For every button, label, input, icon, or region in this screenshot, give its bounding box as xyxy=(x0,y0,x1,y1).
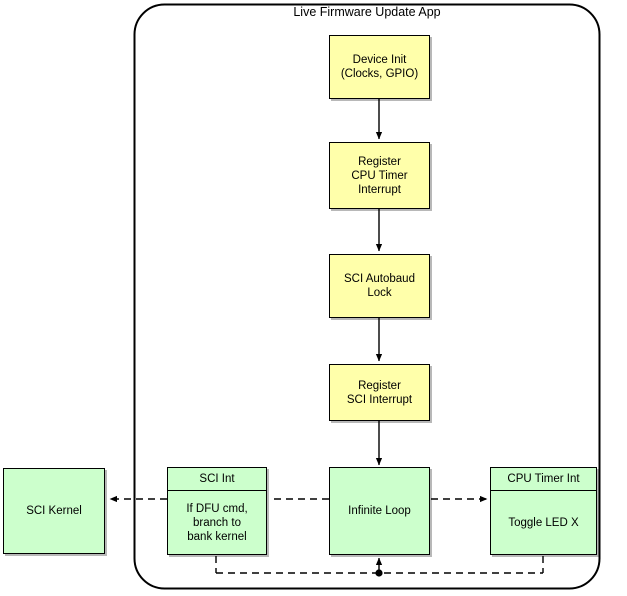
node-device-init-label: Device Init (Clocks, GPIO) xyxy=(340,54,419,80)
node-cpu-timer-int-header: CPU Timer Int xyxy=(491,468,596,491)
node-sci-autobaud-lock-label: SCI Autobaud Lock xyxy=(344,273,415,299)
node-cpu-timer-int-body: Toggle LED X xyxy=(508,516,579,529)
app-container-title: Live Firmware Update App xyxy=(293,5,441,19)
node-sci-int-body: If DFU cmd, branch to bank kernel xyxy=(186,502,248,543)
node-sci-kernel: SCI Kernel xyxy=(3,468,105,554)
node-sci-autobaud-lock: SCI Autobaud Lock xyxy=(329,254,430,318)
node-device-init: Device Init (Clocks, GPIO) xyxy=(329,35,430,99)
node-cpu-timer-int: CPU Timer Int Toggle LED X xyxy=(490,467,597,555)
app-container-outline xyxy=(133,3,601,590)
node-sci-int: SCI Int If DFU cmd, branch to bank kerne… xyxy=(167,467,267,555)
node-register-sci-interrupt: Register SCI Interrupt xyxy=(329,364,430,421)
node-infinite-loop-label: Infinite Loop xyxy=(348,505,411,517)
node-register-sci-interrupt-label: Register SCI Interrupt xyxy=(346,379,413,406)
node-infinite-loop: Infinite Loop xyxy=(329,467,430,555)
node-sci-kernel-label: SCI Kernel xyxy=(26,505,82,517)
node-sci-int-header: SCI Int xyxy=(168,468,266,491)
node-register-cpu-timer-interrupt-label: Register CPU Timer Interrupt xyxy=(351,155,408,196)
node-register-cpu-timer-interrupt: Register CPU Timer Interrupt xyxy=(329,142,430,209)
